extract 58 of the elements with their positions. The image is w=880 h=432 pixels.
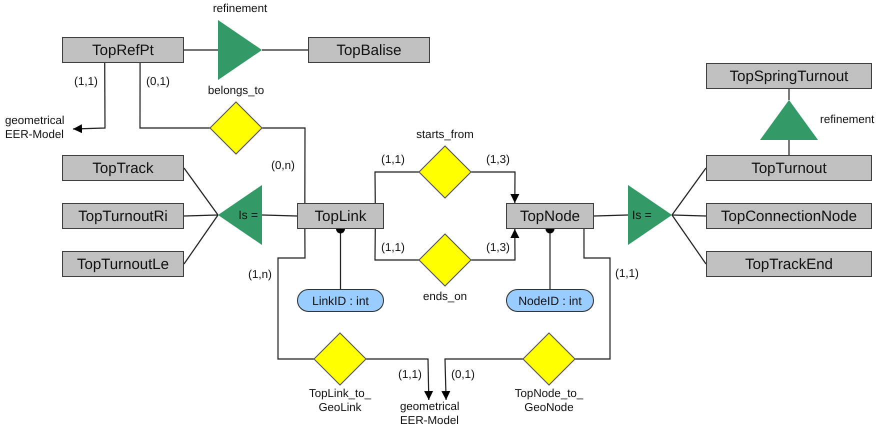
arrow <box>441 358 523 400</box>
relationship-label: ends_on <box>422 290 468 304</box>
arrow <box>471 229 520 261</box>
connector <box>184 168 218 216</box>
cardinality-label: (1,3) <box>485 154 511 166</box>
entity-box: TopNode <box>506 203 594 229</box>
relationship-label: TopLink_to_ GeoLink <box>308 387 372 415</box>
cardinality-label: (1,1) <box>614 268 640 280</box>
cardinality-label: (0,1) <box>450 369 476 381</box>
entity-box: TopLink <box>297 203 384 229</box>
connector <box>788 89 790 100</box>
connector <box>184 49 218 51</box>
arrow <box>366 358 434 400</box>
connector <box>374 229 419 261</box>
entity-box: TopTurnout <box>706 155 872 181</box>
connector <box>262 214 298 217</box>
entity-box: TopTrack <box>62 155 184 181</box>
entity-box: TopTurnoutRi <box>62 203 184 229</box>
connector <box>262 127 306 203</box>
entity-box: TopTrackEnd <box>706 251 872 277</box>
connector <box>184 214 218 217</box>
arrow <box>72 63 106 134</box>
connector <box>575 229 611 360</box>
cardinality-label: (1,1) <box>397 369 423 381</box>
cardinality-label: (1,3) <box>485 242 511 254</box>
reference-label: geometrical EER-Model <box>5 114 73 144</box>
entity-box: TopRefPt <box>62 37 184 63</box>
connector <box>672 168 706 216</box>
relationship-label: belongs_to <box>208 84 264 98</box>
entity-box: TopSpringTurnout <box>706 63 872 89</box>
refinement-label: refinement <box>820 113 874 127</box>
connector <box>184 214 218 264</box>
connector <box>672 214 706 264</box>
attribute-pill: LinkID : int <box>297 289 384 312</box>
isa-label: Is = <box>632 208 652 222</box>
cardinality-label: (0,n) <box>270 160 296 172</box>
connector <box>788 140 790 155</box>
connector <box>262 49 308 51</box>
relationship-label: starts_from <box>416 128 474 142</box>
cardinality-label: (1,1) <box>380 154 406 166</box>
attribute-pill: NodeID : int <box>506 289 594 312</box>
connector <box>139 63 210 129</box>
arrow <box>471 171 520 203</box>
cardinality-label: (0,1) <box>145 76 171 88</box>
refinement-label: refinement <box>212 2 268 16</box>
entity-box: TopTurnoutLe <box>62 251 184 277</box>
cardinality-label: (1,1) <box>73 76 99 88</box>
connector <box>277 229 314 360</box>
cardinality-label: (1,n) <box>247 269 273 281</box>
connector <box>594 214 628 217</box>
entity-box: TopConnectionNode <box>706 203 872 229</box>
reference-label: geometrical EER-Model <box>400 400 472 430</box>
connector <box>374 171 419 203</box>
connector <box>672 214 706 217</box>
cardinality-label: (1,1) <box>380 242 406 254</box>
isa-label: Is = <box>238 208 258 222</box>
entity-box: TopBalise <box>308 37 430 63</box>
relationship-label: TopNode_to_ GeoNode <box>514 387 584 415</box>
